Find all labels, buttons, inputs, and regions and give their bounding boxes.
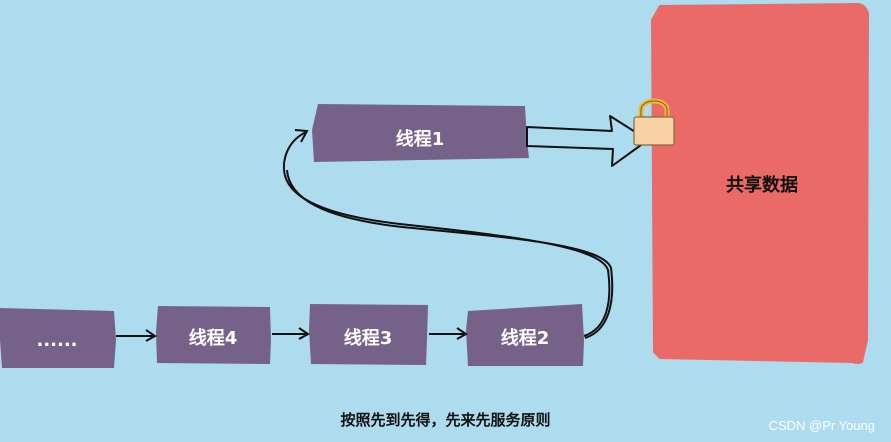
lock-icon xyxy=(633,98,675,146)
watermark: CSDN @Pr Young xyxy=(768,418,875,433)
arrow-thread3-to-thread2 xyxy=(429,327,468,340)
arrow-thread1-to-lock xyxy=(526,115,649,167)
caption: 按照先到先得，先来先服务原则 xyxy=(340,411,551,429)
shared-data-block xyxy=(650,2,870,364)
arrow-ellipsis-to-thread4 xyxy=(116,329,157,342)
ellipsis-box xyxy=(0,308,116,368)
shared-data-label: 共享数据 xyxy=(726,174,798,196)
thread2-label: 线程2 xyxy=(501,327,550,349)
curve-thread2-to-thread1 xyxy=(282,129,614,339)
thread2-box xyxy=(466,304,584,366)
thread3-label: 线程3 xyxy=(344,327,393,349)
thread4-box xyxy=(156,306,271,364)
thread3-box xyxy=(309,304,428,365)
thread1-box xyxy=(312,104,529,162)
arrow-thread4-to-thread3 xyxy=(272,327,310,340)
thread1-label: 线程1 xyxy=(396,128,445,150)
thread4-label: 线程4 xyxy=(189,327,238,349)
ellipsis-label: ...... xyxy=(36,330,77,351)
